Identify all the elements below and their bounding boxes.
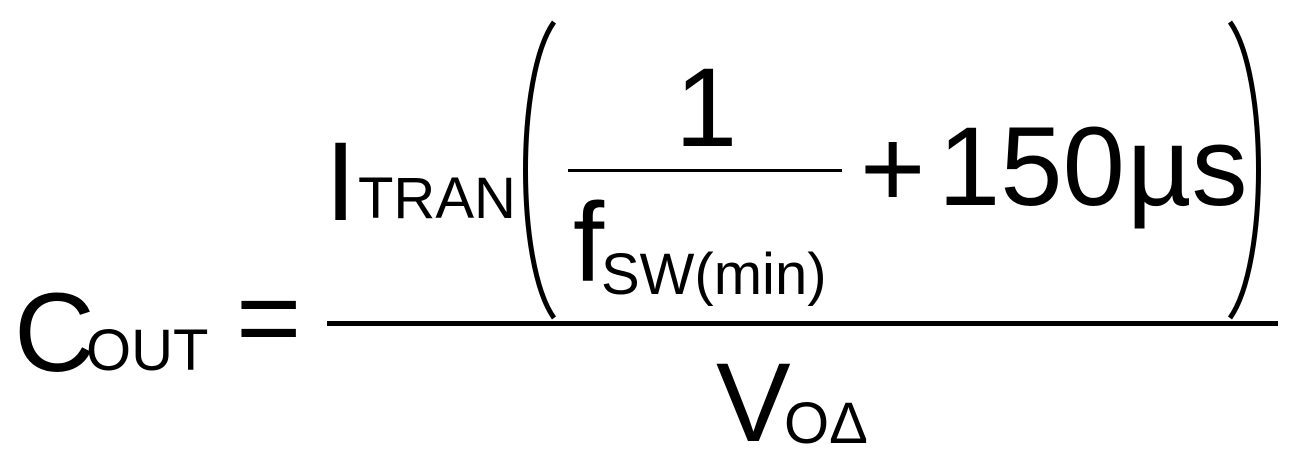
inner-fraction-bar (568, 169, 842, 172)
current-symbol: I (325, 119, 357, 244)
equals-sign: = (236, 255, 302, 380)
inner-denominator-symbol: f (573, 180, 605, 305)
right-parenthesis (1227, 20, 1261, 320)
inner-numerator: 1 (675, 45, 738, 170)
time-value: 150 (938, 104, 1125, 229)
left-parenthesis (523, 20, 557, 320)
plus-sign: + (860, 106, 926, 231)
lhs-symbol: C (14, 270, 95, 395)
denominator-subscript: OΔ (784, 391, 868, 456)
lhs-subscript: OUT (86, 318, 209, 383)
denominator-symbol: V (716, 340, 791, 465)
main-fraction-bar (327, 321, 1278, 326)
time-unit: µs (1127, 104, 1248, 229)
inner-denominator-subscript: SW(min) (601, 242, 827, 307)
current-subscript: TRAN (358, 166, 516, 231)
